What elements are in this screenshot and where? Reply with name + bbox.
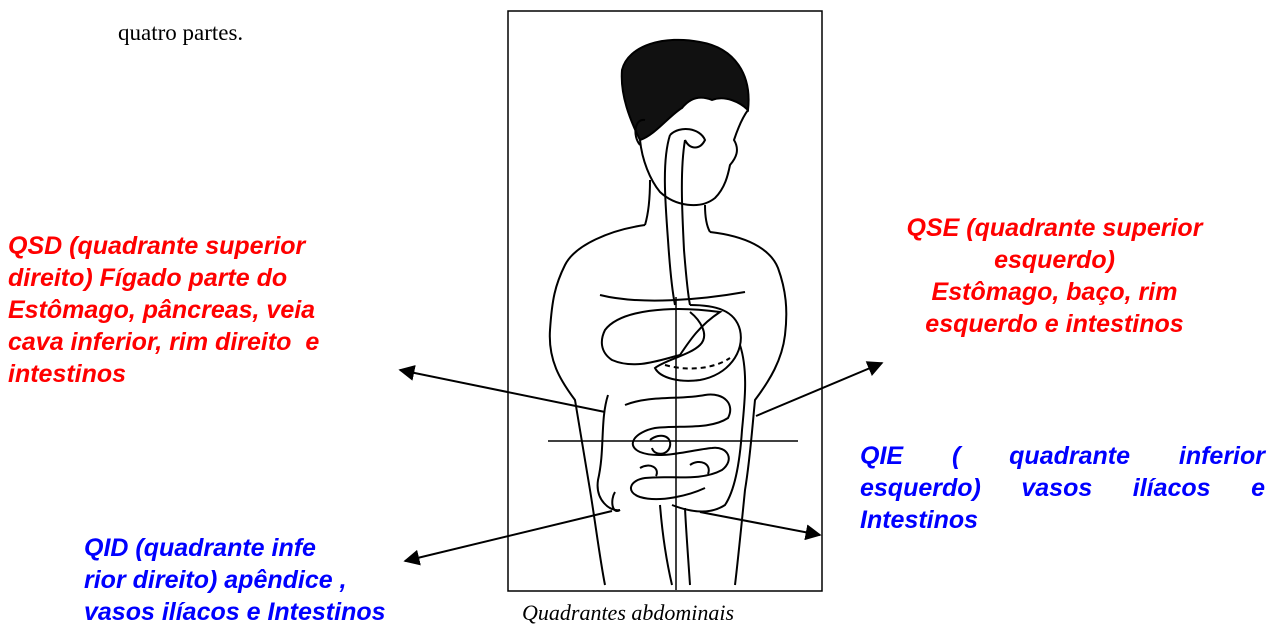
mouth-cavity xyxy=(669,128,707,149)
qsd-line: Estômago, pâncreas, veia xyxy=(8,296,316,324)
neck xyxy=(644,179,711,233)
label-qie: QIE ( quadrante inferior esquerdo) vasos… xyxy=(860,440,1265,536)
qse-line: Estômago, baço, rim xyxy=(931,278,1178,306)
arrow-qse xyxy=(755,361,884,417)
qie-line: QIE ( quadrante inferior esquerdo) vasos… xyxy=(860,442,1265,502)
qsd-line: QSD (quadrante superior xyxy=(8,232,306,260)
intro-text: quatro partes. xyxy=(118,20,244,45)
qsd-line: intestinos xyxy=(8,360,127,388)
qse-line: QSE (quadrante superior xyxy=(906,214,1203,242)
qse-line: esquerdo) xyxy=(994,246,1115,274)
label-qse: QSE (quadrante superior esquerdo) Estôma… xyxy=(862,212,1247,340)
pancreas xyxy=(664,357,731,370)
chest-line xyxy=(599,291,746,302)
small-intestine xyxy=(624,393,732,501)
small-intestine-loops xyxy=(639,434,710,477)
ear xyxy=(634,118,646,146)
qse-line: esquerdo e intestinos xyxy=(925,310,1184,338)
label-qid: QID (quadrante infe rior direito) apêndi… xyxy=(84,532,386,628)
qsd-line: cava inferior, rim direito e xyxy=(8,328,320,356)
appendix xyxy=(611,491,621,512)
large-intestine xyxy=(596,344,747,513)
stomach xyxy=(653,304,742,382)
figure-frame xyxy=(507,10,823,592)
rectum xyxy=(659,504,691,586)
qid-line: QID (quadrante infe xyxy=(84,534,316,562)
liver xyxy=(600,308,723,366)
human-torso-illustration xyxy=(548,38,788,586)
hair xyxy=(620,38,750,142)
figure-caption: Quadrantes abdominais xyxy=(522,600,735,625)
label-qsd: QSD (quadrante superior direito) Fígado … xyxy=(8,230,319,390)
qid-line: rior direito) apêndice , xyxy=(84,566,347,594)
face xyxy=(639,109,749,207)
esophagus xyxy=(663,134,691,306)
arrow-qie xyxy=(699,511,822,541)
qie-line: Intestinos xyxy=(860,506,979,534)
arrow-qid xyxy=(403,510,613,566)
qid-line: vasos ilíacos e Intestinos xyxy=(84,598,386,626)
qsd-line: direito) Fígado parte do xyxy=(8,264,288,292)
arrow-qsd xyxy=(398,365,606,413)
torso-outline xyxy=(548,224,788,586)
